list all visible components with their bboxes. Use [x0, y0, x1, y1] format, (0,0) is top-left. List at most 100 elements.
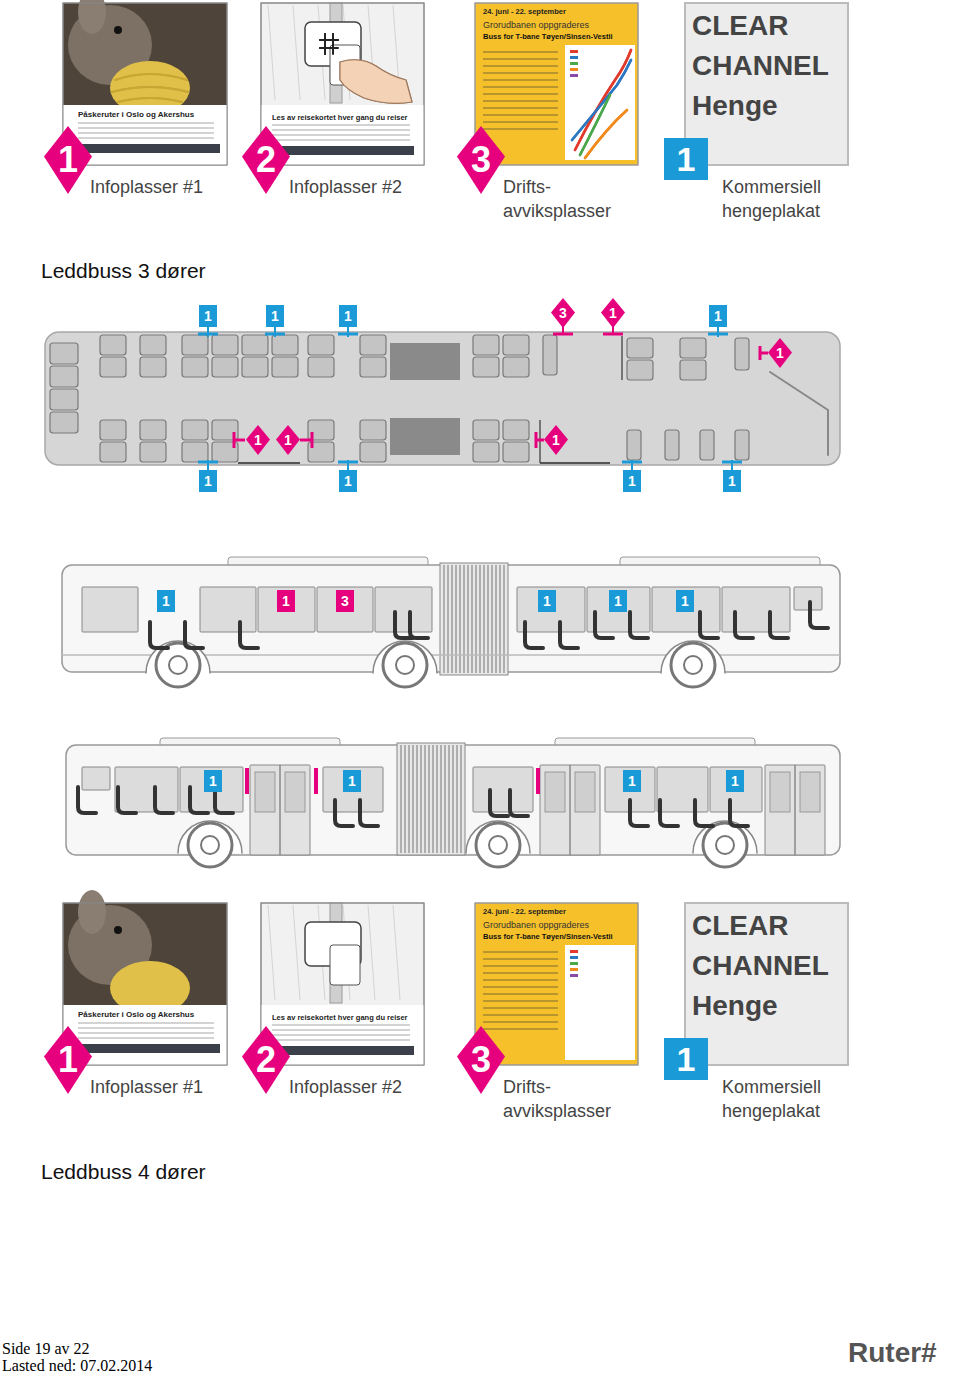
callout-badge: 3: [551, 298, 575, 328]
callout-badge: 1: [199, 305, 217, 327]
seat: [665, 430, 679, 460]
text-line: [272, 139, 410, 140]
poster-border: [475, 3, 638, 165]
seat: [473, 357, 499, 377]
text-line: [483, 994, 558, 995]
bellows-fold: [457, 745, 458, 853]
wheel: [476, 823, 520, 867]
seat: [503, 357, 529, 377]
text-line: [272, 1034, 410, 1035]
bellows-fold: [500, 565, 501, 673]
text-line: [78, 127, 214, 128]
text-line: [78, 1037, 214, 1038]
hub: [201, 836, 219, 854]
text-line: [78, 1022, 214, 1023]
text-line: [483, 59, 558, 60]
door-glass: [770, 772, 790, 812]
seat: [182, 442, 208, 462]
callout-badge: 1: [277, 590, 295, 612]
callout-badge: 1: [664, 138, 708, 180]
hand: [340, 60, 412, 104]
leader-line: [265, 333, 285, 336]
egg-pattern: [112, 74, 188, 102]
leader-line: [198, 461, 218, 464]
brand-logo: Ruter#: [848, 1337, 937, 1369]
info-marker: [536, 768, 540, 794]
poster-text: 24. juni - 22. september: [483, 907, 633, 916]
travel-card: [330, 945, 360, 985]
text-line: [483, 87, 558, 88]
callout-number: 1: [344, 474, 352, 488]
text-line: [78, 1027, 214, 1028]
seat: [50, 343, 78, 364]
map-key: [570, 74, 578, 77]
seat-side: [78, 787, 96, 813]
poster-card: CLEAR CHANNEL HengeKommersiell hengeplak…: [685, 903, 875, 1133]
bellows-fold: [401, 745, 402, 853]
bellows-fold: [453, 745, 454, 853]
seat: [212, 357, 238, 377]
poster-text: CLEAR CHANNEL Henge: [692, 6, 848, 126]
sketch-line: [268, 905, 275, 1000]
hub: [396, 656, 414, 674]
seat: [100, 335, 126, 355]
callout-badge: 1: [157, 590, 175, 612]
seat: [182, 420, 208, 440]
bellows-fold: [409, 745, 410, 853]
legend-caption: Kommersiell hengeplakat: [722, 175, 862, 223]
callout-badge: 1: [544, 425, 568, 455]
poster-card: 24. juni - 22. septemberGrorudbanen oppg…: [475, 903, 665, 1133]
text-line: [78, 1032, 214, 1033]
callout-badge: 1: [609, 590, 627, 612]
poster-border: [63, 3, 227, 165]
seat: [212, 335, 238, 355]
text-line: [483, 108, 558, 109]
window: [317, 587, 373, 632]
callout-badge: 1: [343, 770, 361, 792]
legend-caption: Infoplasser #2: [289, 1075, 439, 1099]
bellows-fold: [461, 745, 462, 853]
text-line: [483, 973, 558, 974]
seat: [627, 430, 641, 460]
seat: [473, 335, 499, 355]
callout-badge: 1: [199, 470, 217, 492]
poster-card: CLEAR CHANNEL HengeKommersiell hengeplak…: [685, 3, 875, 233]
text-line: [483, 987, 558, 988]
page-footer: Lasted ned: 07.02.2014: [2, 1357, 152, 1374]
text-line: [272, 124, 410, 125]
sketch-line: [268, 5, 275, 100]
leader-line: [198, 333, 218, 336]
callout-badge: 1: [726, 770, 744, 792]
bellows-fold: [445, 745, 446, 853]
door-glass: [800, 772, 820, 812]
seat: [140, 335, 166, 355]
leader-line: [759, 346, 762, 360]
hub: [716, 836, 734, 854]
poster-plain: [685, 3, 848, 165]
section-heading: Leddbuss 3 dører: [41, 259, 206, 283]
bellows-fold: [468, 565, 469, 673]
door-edge: [238, 462, 300, 464]
text-line: [483, 952, 558, 953]
poster-illustration: [261, 3, 424, 165]
callout-badge: 2: [242, 1026, 290, 1094]
window: [473, 767, 533, 812]
hash-mark: [320, 34, 338, 54]
seat-side: [660, 800, 678, 826]
bellows-fold: [437, 745, 438, 853]
callout-badge: 1: [664, 1038, 708, 1080]
seat: [242, 335, 268, 355]
callout-badge: 1: [44, 126, 92, 194]
poster-plain: [685, 903, 848, 1065]
poster-text: Les av reisekortet hver gang du reiser: [272, 1013, 420, 1022]
legend-caption: Drifts- avviksplasser: [503, 175, 643, 223]
callout-number: 1: [714, 309, 722, 323]
seat-side: [185, 622, 203, 648]
callout-badge: 1: [339, 305, 357, 327]
window: [200, 587, 256, 632]
seat-side: [695, 800, 713, 826]
hand: [340, 60, 412, 104]
callout-number: 1: [677, 142, 696, 176]
sketch-line: [393, 905, 400, 1000]
text-line: [483, 959, 558, 960]
